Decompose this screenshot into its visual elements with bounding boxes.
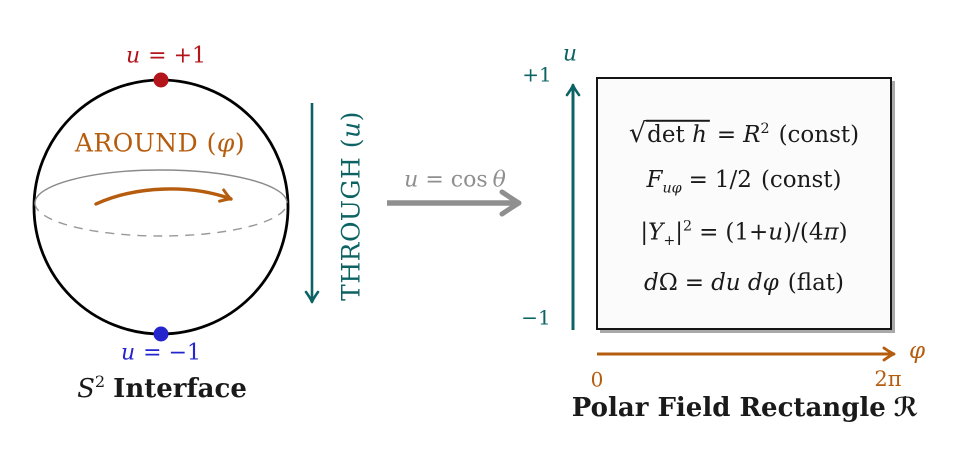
south-pole-label: u= −1 bbox=[120, 340, 202, 366]
phi-axis-zero: 0 bbox=[590, 367, 604, 392]
sqrt-symbol: √ bbox=[628, 117, 647, 149]
u-axis-letter: u bbox=[562, 41, 578, 67]
radicand: det h bbox=[646, 119, 710, 148]
equator-front-arc-dashed bbox=[34, 202, 288, 237]
around-phi-label: AROUND (φ) bbox=[74, 128, 246, 158]
equation-d-omega: dΩ=du dφ(flat) bbox=[643, 269, 845, 296]
north-pole-dot bbox=[153, 72, 169, 88]
script-r-symbol: ℛ bbox=[893, 393, 919, 424]
u-axis-plus-one: +1 bbox=[522, 62, 552, 87]
polar-field-rectangle bbox=[596, 77, 892, 330]
phi-axis-letter: φ bbox=[908, 337, 926, 364]
around-phi-arrow bbox=[94, 187, 233, 206]
phi-axis-two-pi: 2π bbox=[874, 366, 902, 391]
equation-det-h: √det h=R2(const) bbox=[628, 117, 860, 149]
south-pole-dot bbox=[153, 326, 169, 342]
through-u-label: THROUGH (u) bbox=[336, 111, 366, 301]
sphere-outline bbox=[32, 78, 290, 336]
equation-f-uphi: Fuφ=1/2(const) bbox=[646, 167, 842, 197]
u-axis-minus-one: −1 bbox=[521, 305, 551, 330]
north-pole-label: u= +1 bbox=[125, 43, 207, 69]
equator-back-arc bbox=[34, 169, 288, 204]
equation-y-plus: |Y+|2=(1+u)/(4π) bbox=[640, 218, 848, 249]
